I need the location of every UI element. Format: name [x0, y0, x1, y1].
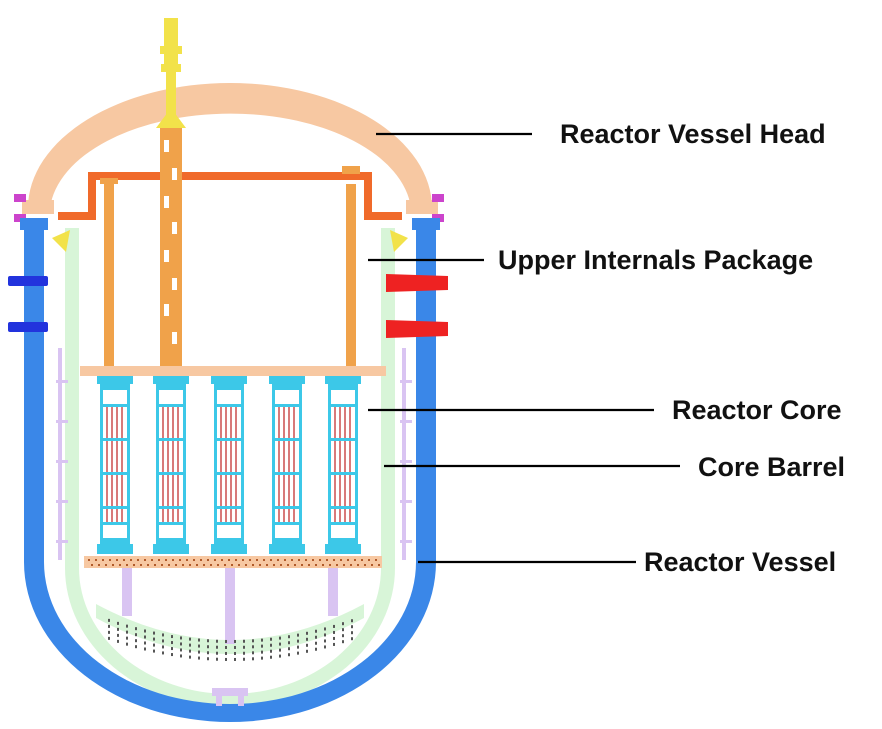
- vessel-flange-left: [20, 218, 48, 230]
- baffle-rib: [56, 380, 68, 383]
- inlet-nozzle-lower: [8, 322, 48, 332]
- label-reactor-core: Reactor Core: [672, 397, 842, 424]
- column-cap-left: [100, 178, 118, 184]
- shaft-slot: [164, 140, 169, 152]
- shaft-slot: [164, 250, 169, 262]
- fuel-assembly: [269, 376, 305, 554]
- inlet-nozzle-upper: [8, 276, 48, 286]
- shaft-slot: [164, 196, 169, 208]
- outlet-nozzle-upper: [386, 274, 448, 292]
- fuel-assembly: [97, 376, 133, 554]
- reactor-core: [97, 376, 361, 554]
- shaft-slot: [172, 168, 177, 180]
- column-cap-right: [342, 166, 360, 174]
- baffle-rib: [56, 500, 68, 503]
- baffle-rib: [56, 420, 68, 423]
- baffle-rod: [58, 348, 62, 560]
- lower-support-post-1: [122, 568, 132, 616]
- baffle-rib: [400, 500, 412, 503]
- label-upper-internals-package: Upper Internals Package: [498, 247, 813, 274]
- baffle-rib: [400, 380, 412, 383]
- shaft-slot: [172, 332, 177, 344]
- control-rod-drive-shaft: [160, 128, 182, 368]
- baffle-rib: [400, 460, 412, 463]
- baffle-rib: [400, 420, 412, 423]
- flange-bolt-left-top: [14, 194, 26, 202]
- baffle-rib: [56, 460, 68, 463]
- baffle-rib: [56, 540, 68, 543]
- lower-support-post-3: [328, 568, 338, 616]
- fuel-assembly: [153, 376, 189, 554]
- head-flange-right: [406, 200, 438, 214]
- fuel-assembly: [325, 376, 361, 554]
- shaft-slot: [164, 304, 169, 316]
- support-column-right: [346, 184, 356, 368]
- baffle-rod: [402, 348, 406, 560]
- shaft-slot: [172, 222, 177, 234]
- lower-core-plate: [84, 556, 382, 568]
- label-core-barrel: Core Barrel: [698, 454, 845, 481]
- flange-bolt-right-top: [432, 194, 444, 202]
- support-column-left: [104, 184, 114, 368]
- head-flange-left: [22, 200, 54, 214]
- outlet-nozzle-lower: [386, 320, 448, 338]
- baffle-rib: [400, 540, 412, 543]
- vessel-flange-right: [412, 218, 440, 230]
- lower-support-post-2: [225, 568, 235, 644]
- shaft-slot: [172, 278, 177, 290]
- fuel-assembly: [211, 376, 247, 554]
- upper-core-plate: [80, 366, 386, 376]
- label-reactor-vessel: Reactor Vessel: [644, 549, 836, 576]
- label-reactor-vessel-head: Reactor Vessel Head: [560, 121, 826, 148]
